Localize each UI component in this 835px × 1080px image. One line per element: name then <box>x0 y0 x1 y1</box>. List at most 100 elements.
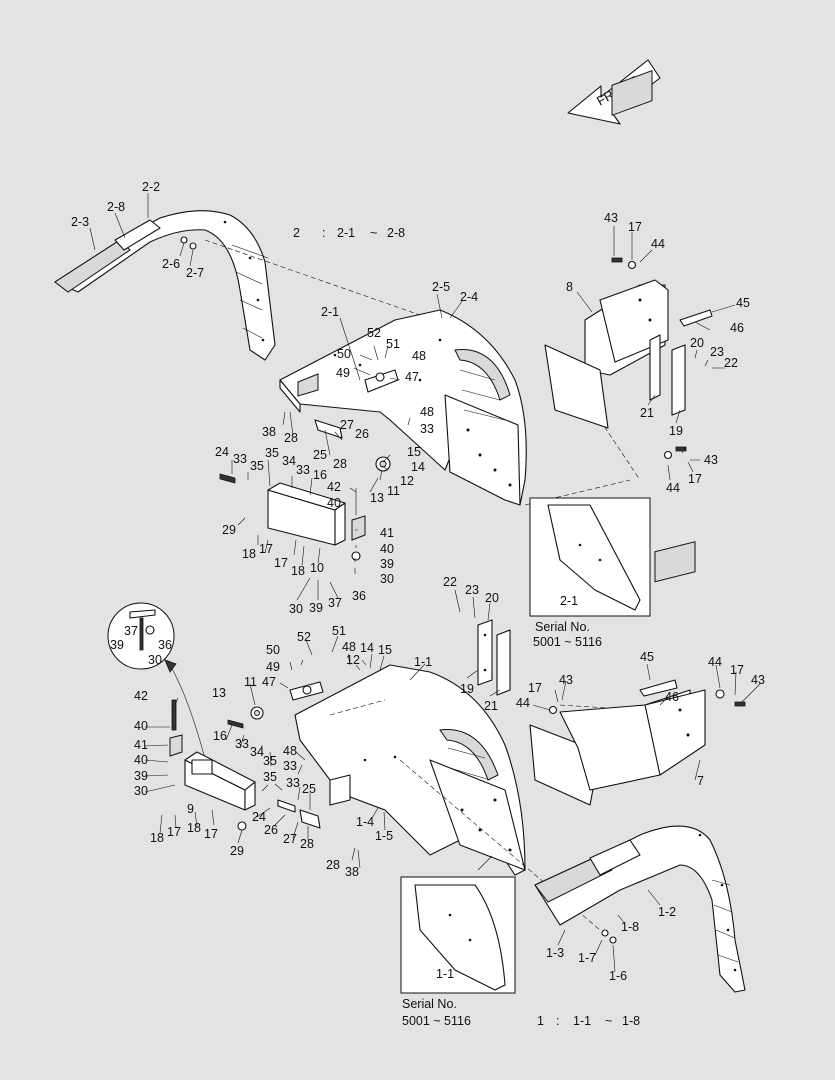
part-callout-label: 52 <box>367 326 381 340</box>
part-callout-label: 42 <box>134 689 148 703</box>
part-callout-label: 44 <box>651 237 665 251</box>
assembly-2-range-note: 2 : 2-1 ~ 2-8 <box>293 226 405 240</box>
part-callout-label: 38 <box>262 425 276 439</box>
part-callout-label: 37 <box>328 596 342 610</box>
part-callout-label: 47 <box>405 370 419 384</box>
part-callout-label: 51 <box>332 624 346 638</box>
diagram-note-text: Serial No. <box>402 997 457 1011</box>
part-callout-label: 19 <box>460 682 474 696</box>
callout-leader-lines <box>89 193 761 973</box>
part-callout-label: 46 <box>730 321 744 335</box>
part-callout-label: 43 <box>751 673 765 687</box>
part-callout-label: 1-3 <box>546 946 564 960</box>
part-callout-label: 39 <box>134 769 148 783</box>
part-callout-label: 17 <box>528 681 542 695</box>
diagram-note-text: : <box>556 1014 559 1028</box>
callout-labels: 2-2 2-8 2-3 2-6 2-7 2-5 2-4 2-1 52 51 50… <box>71 180 765 983</box>
part-callout-label: 14 <box>360 641 374 655</box>
part-callout-label: 30 <box>289 602 303 616</box>
part-callout-label: 10 <box>310 561 324 575</box>
part-callout-label: 48 <box>283 744 297 758</box>
part-callout-label: 25 <box>313 448 327 462</box>
part-callout-label: 45 <box>640 650 654 664</box>
fender-assembly-2-1 <box>279 309 527 506</box>
part-callout-label: 8 <box>566 280 573 294</box>
part-callout-label: 15 <box>378 643 392 657</box>
part-callout-label: 49 <box>336 366 350 380</box>
part-callout-label: 28 <box>326 858 340 872</box>
part-callout-label: 39 <box>309 601 323 615</box>
diagram-note-text: : <box>322 226 325 240</box>
part-callout-label: 36 <box>158 638 172 652</box>
callout-2-5: 2-5 <box>432 280 450 294</box>
step-bracket-8 <box>544 70 713 460</box>
fender-assembly-1-1 <box>289 664 526 876</box>
part-callout-label: 17 <box>204 827 218 841</box>
step-bracket-7 <box>529 541 746 806</box>
callout-2-4: 2-4 <box>460 290 478 304</box>
part-callout-label: 33 <box>233 452 247 466</box>
part-callout-label: 40 <box>327 496 341 510</box>
part-callout-label: 15 <box>407 445 421 459</box>
part-callout-label: 42 <box>327 480 341 494</box>
part-callout-label: 33 <box>296 463 310 477</box>
part-callout-label: 17 <box>628 220 642 234</box>
diagram-note-text: 1 <box>537 1014 544 1028</box>
part-callout-label: 43 <box>604 211 618 225</box>
part-callout-label: 1-6 <box>609 969 627 983</box>
part-callout-label: 1-4 <box>356 815 374 829</box>
part-callout-label: 34 <box>282 454 296 468</box>
callout-2-2: 2-2 <box>142 180 160 194</box>
part-callout-label: 18 <box>150 831 164 845</box>
part-callout-label: 48 <box>342 640 356 654</box>
part-callout-label: 50 <box>266 643 280 657</box>
part-callout-label: 48 <box>412 349 426 363</box>
part-callout-label: 17 <box>259 542 273 556</box>
part-callout-label: 39 <box>380 557 394 571</box>
part-callout-label: 33 <box>235 737 249 751</box>
part-callout-label: 12 <box>346 653 360 667</box>
callout-2-1: 2-1 <box>321 305 339 319</box>
part-callout-label: 20 <box>485 591 499 605</box>
part-callout-label: 19 <box>669 424 683 438</box>
part-callout-label: 18 <box>291 564 305 578</box>
part-callout-label: 18 <box>187 821 201 835</box>
part-callout-label: 22 <box>724 356 738 370</box>
part-callout-label: 44 <box>666 481 680 495</box>
part-callout-label: 29 <box>230 844 244 858</box>
part-callout-label: 33 <box>420 422 434 436</box>
part-callout-label: 52 <box>297 630 311 644</box>
part-callout-label: 1-7 <box>578 951 596 965</box>
assembly-1-range-note: 1 : 1-1 ~ 1-8 <box>537 1014 640 1028</box>
part-callout-label: 21 <box>640 406 654 420</box>
part-callout-label: 18 <box>242 547 256 561</box>
part-callout-label: 12 <box>400 474 414 488</box>
part-callout-label: 14 <box>411 460 425 474</box>
part-callout-label: 40 <box>134 719 148 733</box>
part-callout-label: 23 <box>710 345 724 359</box>
support-beam-9 <box>169 699 321 831</box>
part-callout-label: 17 <box>274 556 288 570</box>
part-callout-label: 34 <box>250 745 264 759</box>
diagram-note-text: ~ <box>605 1014 612 1028</box>
inset-upper: 2-1 Serial No. 5001 ~ 5116 <box>529 497 651 649</box>
diagram-note-text: 1-8 <box>622 1014 640 1028</box>
part-callout-label: 23 <box>465 583 479 597</box>
part-callout-label: 51 <box>386 337 400 351</box>
part-callout-label: 1-8 <box>621 920 639 934</box>
part-callout-label: 40 <box>134 753 148 767</box>
part-callout-label: 37 <box>124 624 138 638</box>
part-callout-label: 30 <box>148 653 162 667</box>
part-callout-label: 38 <box>345 865 359 879</box>
part-callout-label: 35 <box>263 770 277 784</box>
leader-2-extension <box>204 239 421 316</box>
callout-2-3: 2-3 <box>71 215 89 229</box>
part-callout-label: 11 <box>387 484 400 498</box>
plates-19-21-mid <box>477 619 511 696</box>
part-callout-label: 29 <box>222 523 236 537</box>
part-callout-label: 26 <box>355 427 369 441</box>
part-callout-label: 25 <box>302 782 316 796</box>
part-callout-label: 30 <box>134 784 148 798</box>
part-callout-label: 16 <box>213 729 227 743</box>
